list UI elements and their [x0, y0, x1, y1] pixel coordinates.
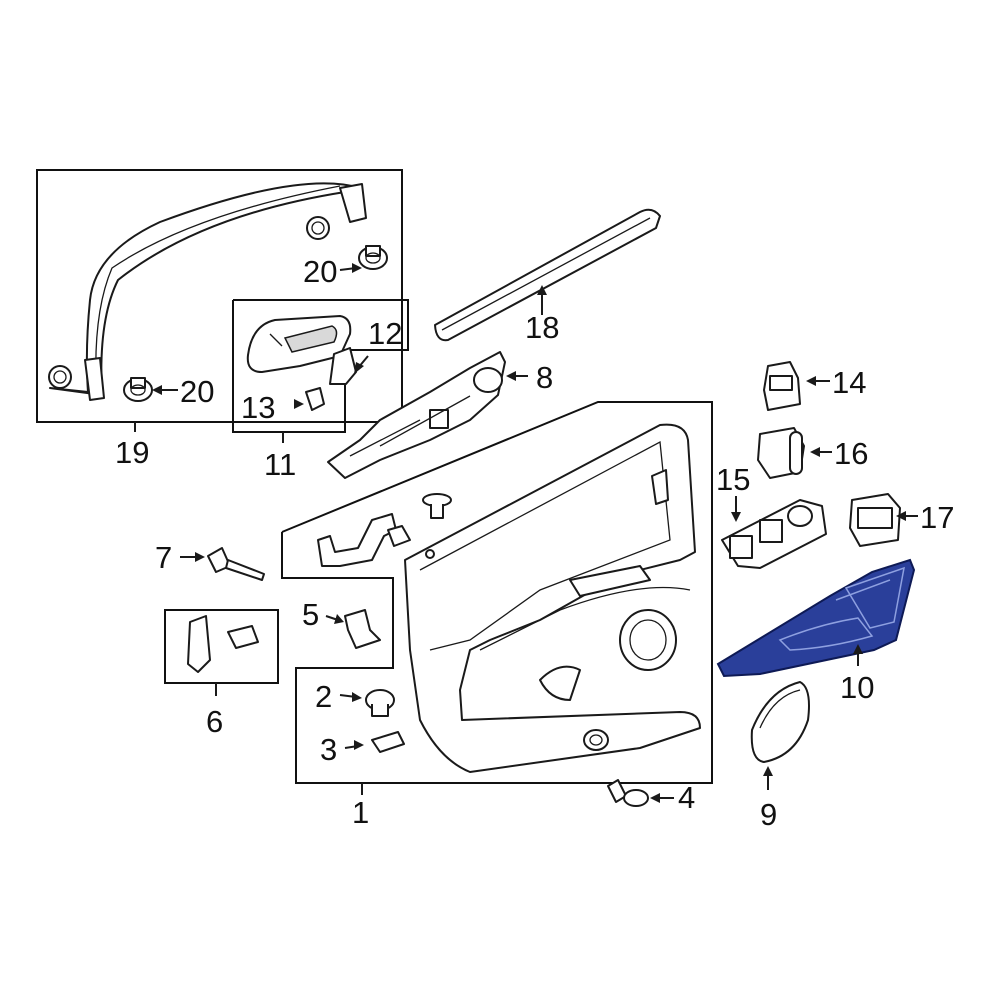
callout-1: 1: [352, 795, 369, 830]
part-14-switch[interactable]: [763, 361, 830, 411]
group-box-19: [36, 169, 403, 432]
callout-16: 16: [834, 436, 868, 471]
part-3-clip[interactable]: [344, 731, 405, 753]
callout-9: 9: [760, 797, 777, 832]
part-7-screw[interactable]: [180, 547, 265, 581]
callout-14: 14: [832, 365, 866, 400]
grommet-top: [306, 216, 330, 240]
part-10-armrest-trim-highlighted[interactable]: [716, 558, 916, 678]
callout-8: 8: [536, 360, 553, 395]
callout-19: 19: [115, 435, 149, 470]
part-12-bracket[interactable]: [329, 347, 369, 385]
callout-17: 17: [920, 500, 954, 535]
part-4-bolt[interactable]: [607, 779, 674, 807]
callout-10: 10: [840, 670, 874, 705]
part-5-clip[interactable]: [325, 609, 381, 649]
part-9-speaker-grille[interactable]: [750, 681, 810, 790]
callout-5: 5: [302, 597, 319, 632]
part-17-switch[interactable]: [849, 493, 918, 547]
part-15-switch-pack[interactable]: [721, 496, 827, 569]
callout-4: 4: [678, 780, 695, 815]
part-13-clip[interactable]: [294, 387, 325, 411]
part-8-inner-bracket[interactable]: [327, 351, 528, 479]
part-18-beltline-weatherstrip[interactable]: [434, 208, 661, 342]
leader-20b: [152, 385, 178, 395]
part-2-clip[interactable]: [339, 689, 395, 717]
door-panel-brackets: [317, 513, 411, 567]
callout-11: 11: [264, 447, 296, 482]
callout-3: 3: [320, 732, 337, 767]
part-6-clips[interactable]: [187, 615, 259, 673]
callout-15: 15: [716, 462, 750, 497]
part-11-handle-bezel[interactable]: [246, 315, 352, 373]
callout-20-lower: 20: [180, 374, 214, 409]
part-19-frame-moulding[interactable]: [49, 182, 367, 401]
callout-2: 2: [315, 679, 332, 714]
callout-13: 13: [241, 390, 275, 425]
part-16-switch[interactable]: [757, 427, 832, 479]
grommet-bottom: [48, 365, 72, 389]
group-box-6: [164, 609, 279, 696]
callout-12: 12: [368, 316, 402, 351]
part-20-clip-upper[interactable]: [358, 245, 388, 270]
pushpin-clip: [422, 493, 452, 519]
callout-18: 18: [525, 310, 559, 345]
part-20-clip-lower[interactable]: [123, 377, 153, 402]
callout-7: 7: [155, 540, 172, 575]
group-box-1: [281, 401, 713, 795]
callout-20-upper: 20: [303, 254, 337, 289]
callout-6: 6: [206, 704, 223, 739]
part-1-door-trim-panel[interactable]: [404, 423, 701, 773]
leader-20a: [339, 263, 362, 273]
